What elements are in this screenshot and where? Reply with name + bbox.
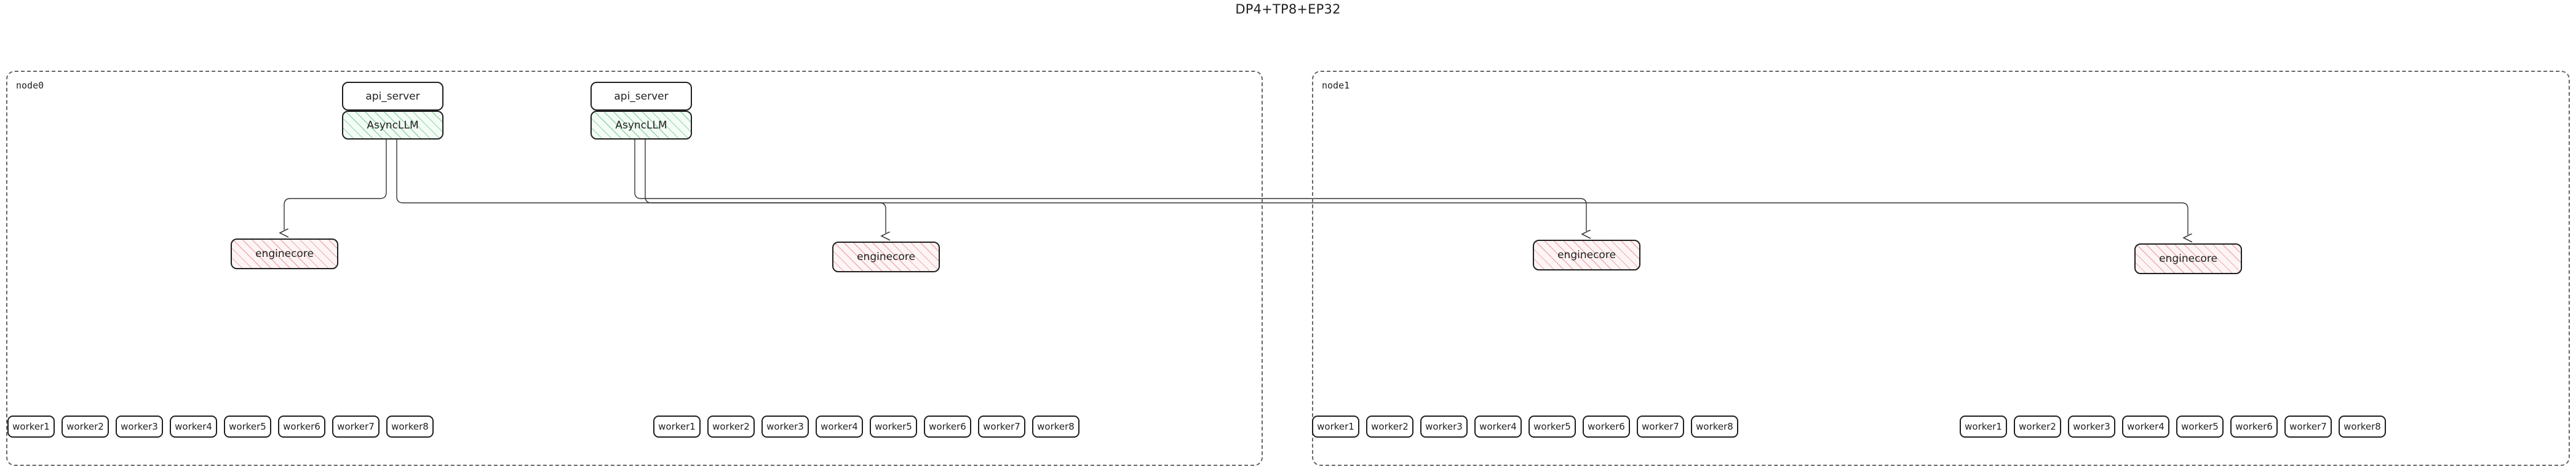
worker-box[interactable]: worker4 <box>1474 416 1522 438</box>
worker-box[interactable]: worker2 <box>1366 416 1413 438</box>
worker-box[interactable]: worker7 <box>2284 416 2332 438</box>
worker-label: worker5 <box>229 421 266 432</box>
worker-box[interactable]: worker6 <box>1583 416 1630 438</box>
worker-box[interactable]: worker1 <box>7 416 55 438</box>
worker-box[interactable]: worker7 <box>978 416 1025 438</box>
worker-box[interactable]: worker8 <box>386 416 434 438</box>
enginecore-box-enginecore_2[interactable]: enginecore <box>1533 240 1640 270</box>
worker-label: worker6 <box>283 421 320 432</box>
worker-box[interactable]: worker5 <box>2176 416 2224 438</box>
worker-label: worker2 <box>712 421 750 432</box>
worker-label: worker7 <box>2289 421 2327 432</box>
enginecore-label: enginecore <box>2159 253 2217 265</box>
worker-label: worker8 <box>391 421 429 432</box>
worker-box[interactable]: worker6 <box>924 416 971 438</box>
worker-label: worker1 <box>658 421 696 432</box>
node-cluster-node1 <box>1312 71 2570 466</box>
worker-label: worker2 <box>2019 421 2056 432</box>
enginecore-box-enginecore_0[interactable]: enginecore <box>231 238 338 269</box>
worker-box[interactable]: worker4 <box>2122 416 2169 438</box>
worker-box[interactable]: worker2 <box>707 416 755 438</box>
worker-label: worker4 <box>2127 421 2165 432</box>
cluster-label-node0: node0 <box>16 80 44 91</box>
cluster-label-node1: node1 <box>1322 80 1350 91</box>
worker-label: worker5 <box>1533 421 1571 432</box>
worker-label: worker6 <box>929 421 966 432</box>
worker-label: worker4 <box>1479 421 1517 432</box>
worker-box[interactable]: worker2 <box>62 416 109 438</box>
worker-box[interactable]: worker6 <box>2230 416 2278 438</box>
enginecore-label: enginecore <box>857 251 915 263</box>
worker-label: worker6 <box>1588 421 1625 432</box>
worker-label: worker7 <box>337 421 375 432</box>
api-server-box-api_server_0[interactable]: api_server <box>342 82 443 111</box>
worker-box[interactable]: worker5 <box>870 416 917 438</box>
worker-label: worker1 <box>1965 421 2002 432</box>
worker-label: worker7 <box>983 421 1020 432</box>
worker-box[interactable]: worker1 <box>1960 416 2007 438</box>
asyncllm-label: AsyncLLM <box>615 119 667 132</box>
asyncllm-box-asyncllm_0[interactable]: AsyncLLM <box>342 111 443 140</box>
api-server-label: api_server <box>614 90 669 103</box>
worker-label: worker3 <box>766 421 804 432</box>
worker-box[interactable]: worker6 <box>278 416 325 438</box>
worker-label: worker7 <box>1642 421 1679 432</box>
api-server-label: api_server <box>365 90 420 103</box>
worker-label: worker3 <box>121 421 158 432</box>
worker-label: worker8 <box>2343 421 2381 432</box>
worker-box[interactable]: worker1 <box>1312 416 1359 438</box>
node-cluster-node0 <box>6 71 1263 466</box>
worker-box[interactable]: worker2 <box>2014 416 2061 438</box>
worker-label: worker5 <box>2181 421 2219 432</box>
worker-label: worker2 <box>66 421 104 432</box>
worker-box[interactable]: worker1 <box>653 416 701 438</box>
worker-box[interactable]: worker3 <box>2068 416 2115 438</box>
worker-box[interactable]: worker8 <box>1691 416 1738 438</box>
worker-label: worker1 <box>1317 421 1354 432</box>
worker-label: worker4 <box>175 421 212 432</box>
worker-box[interactable]: worker7 <box>332 416 380 438</box>
worker-label: worker1 <box>12 421 50 432</box>
api-server-box-api_server_1[interactable]: api_server <box>590 82 692 111</box>
worker-label: worker4 <box>821 421 858 432</box>
worker-box[interactable]: worker8 <box>1032 416 1079 438</box>
worker-box[interactable]: worker8 <box>2339 416 2386 438</box>
worker-box[interactable]: worker3 <box>116 416 163 438</box>
asyncllm-label: AsyncLLM <box>367 119 419 132</box>
worker-label: worker3 <box>1425 421 1463 432</box>
worker-box[interactable]: worker3 <box>761 416 809 438</box>
page-title: DP4+TP8+EP32 <box>1235 2 1341 17</box>
enginecore-label: enginecore <box>1557 249 1616 261</box>
enginecore-label: enginecore <box>255 248 314 260</box>
worker-box[interactable]: worker5 <box>224 416 271 438</box>
worker-box[interactable]: worker4 <box>816 416 863 438</box>
worker-box[interactable]: worker4 <box>170 416 217 438</box>
enginecore-box-enginecore_3[interactable]: enginecore <box>2134 243 2242 274</box>
worker-box[interactable]: worker3 <box>1420 416 1468 438</box>
worker-box[interactable]: worker5 <box>1529 416 1576 438</box>
worker-label: worker8 <box>1037 421 1075 432</box>
worker-label: worker2 <box>1371 421 1409 432</box>
worker-box[interactable]: worker7 <box>1637 416 1684 438</box>
worker-label: worker6 <box>2235 421 2273 432</box>
enginecore-box-enginecore_1[interactable]: enginecore <box>832 242 940 272</box>
asyncllm-box-asyncllm_1[interactable]: AsyncLLM <box>590 111 692 140</box>
worker-label: worker3 <box>2073 421 2110 432</box>
worker-label: worker8 <box>1696 421 1733 432</box>
worker-label: worker5 <box>875 421 912 432</box>
